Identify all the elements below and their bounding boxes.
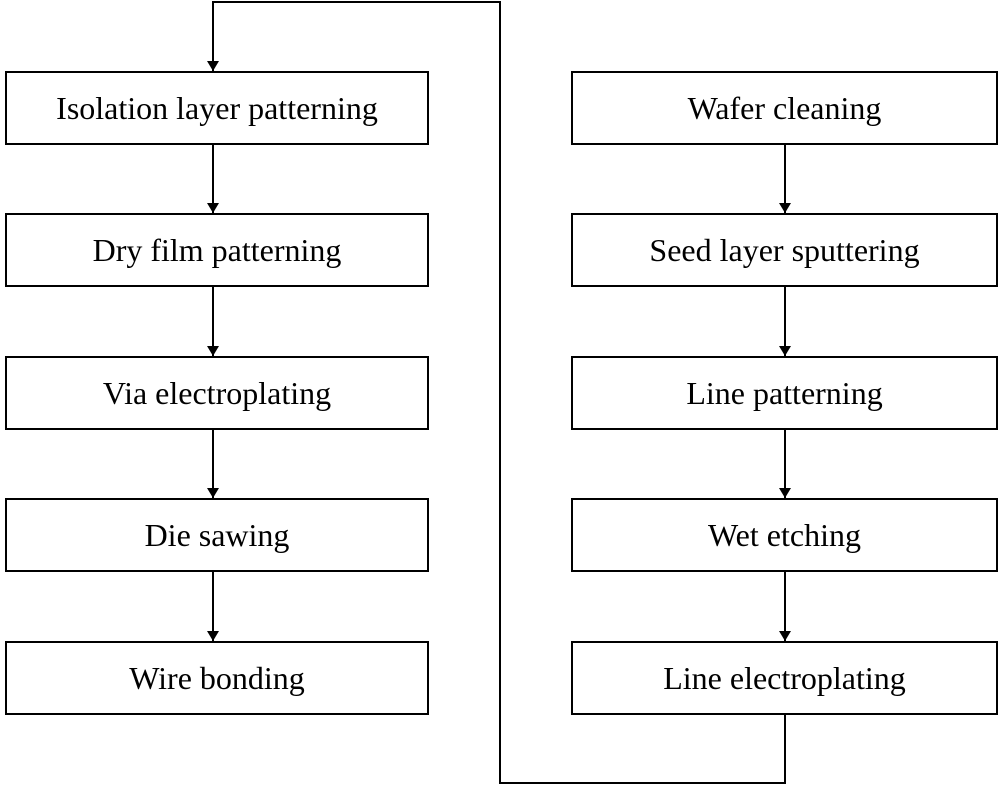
step-dry-film-patterning: Dry film patterning xyxy=(5,213,429,287)
step-line-patterning: Line patterning xyxy=(571,356,998,430)
step-die-sawing: Die sawing xyxy=(5,498,429,572)
step-isolation-layer-patterning: Isolation layer patterning xyxy=(5,71,429,145)
step-wire-bonding: Wire bonding xyxy=(5,641,429,715)
step-via-electroplating: Via electroplating xyxy=(5,356,429,430)
step-wafer-cleaning: Wafer cleaning xyxy=(571,71,998,145)
step-wet-etching: Wet etching xyxy=(571,498,998,572)
arrow-line-electroplating-to-isolation-layer xyxy=(207,1,786,784)
step-seed-layer-sputtering: Seed layer sputtering xyxy=(571,213,998,287)
step-line-electroplating: Line electroplating xyxy=(571,641,998,715)
